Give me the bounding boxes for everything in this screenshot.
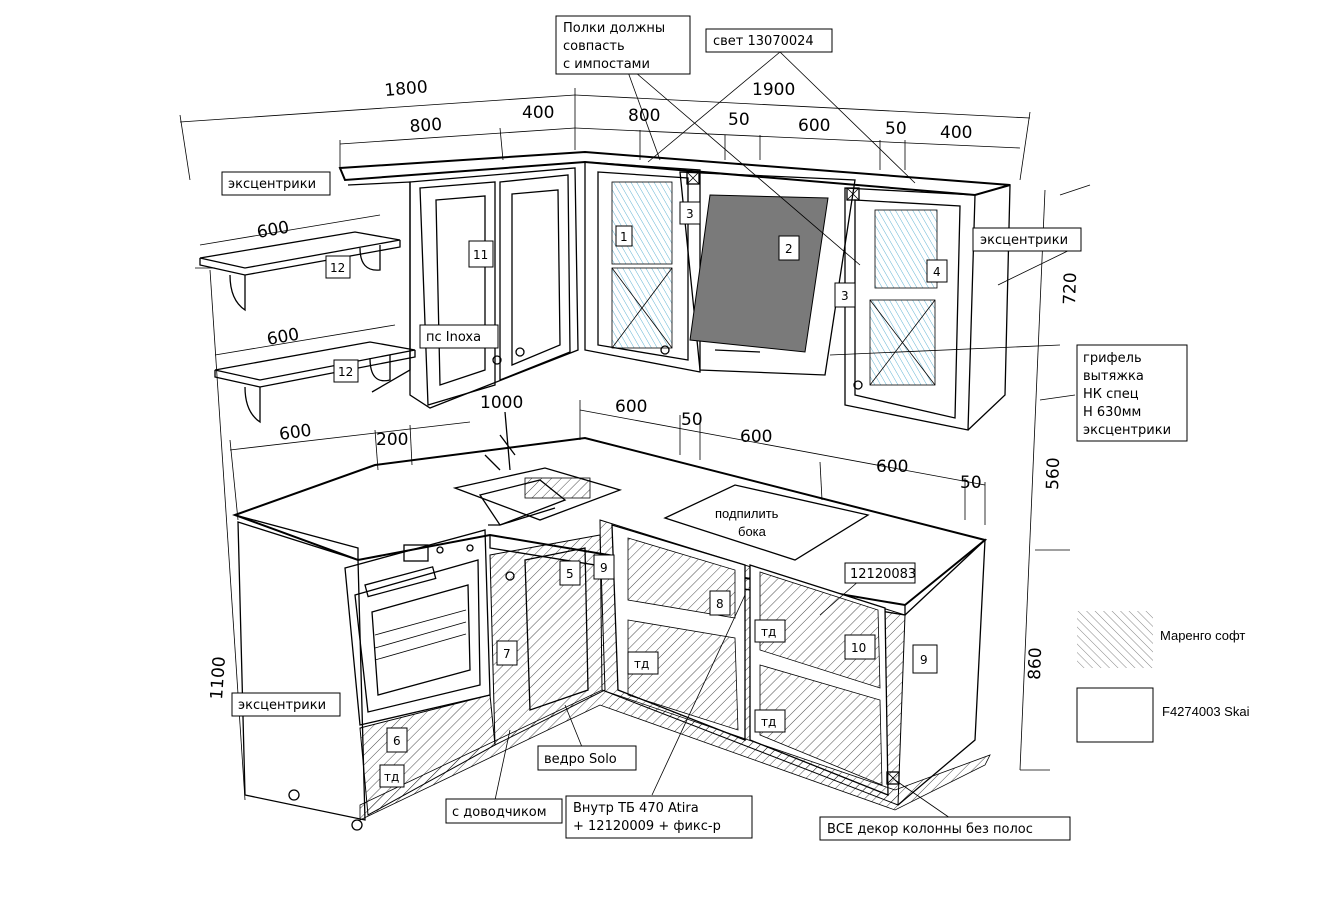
svg-text:тд: тд [384,770,399,784]
svg-text:3: 3 [841,289,849,303]
legend-plain-swatch [1076,687,1154,743]
callout-light: свет 13070024 [705,28,833,53]
dim-back-600c: 600 [876,457,908,477]
callout-slate: грифель вытяжка НК спец Н 630мм эксцентр… [1076,344,1188,442]
callout-inner-drawer: Внутр ТБ 470 Atira + 12120009 + фикс-р [565,795,753,839]
svg-text:6: 6 [393,734,401,748]
svg-text:совпасть: совпасть [563,39,625,54]
dim-1900: 1900 [752,80,795,100]
svg-text:грифель: грифель [1083,351,1142,366]
dim-back-600b: 600 [740,427,772,447]
svg-text:тд: тд [761,715,776,729]
svg-text:Полки должны: Полки должны [563,21,665,36]
dim-1100: 1100 [207,656,230,701]
svg-text:Внутр ТБ 470 Atira: Внутр ТБ 470 Atira [573,801,699,816]
svg-text:ВСЕ декор колонны без полос: ВСЕ декор колонны без полос [827,822,1033,837]
callout-eccentric-top-left: эксцентрики [221,171,331,196]
svg-text:бока: бока [738,524,767,539]
callout-12120083: 12120083 [844,562,916,584]
legend: Маренго софт F4274003 Skai [1076,611,1250,743]
legend-hatched-swatch [1077,611,1153,668]
svg-text:свет 13070024: свет 13070024 [713,34,814,49]
back-dimensions [229,400,986,525]
svg-text:1: 1 [620,230,628,244]
svg-text:+ 12120009 + фикс-р: + 12120009 + фикс-р [573,819,721,834]
legend-plain-label: F4274003 Skai [1162,704,1250,719]
svg-text:12120083: 12120083 [850,567,916,582]
number-tags: 1 2 3 3 4 5 6 7 8 9 9 10 11 12 12 тд тд … [325,201,948,788]
dim-upper-400-right: 400 [940,123,972,143]
svg-text:Н 630мм: Н 630мм [1083,405,1141,420]
svg-text:9: 9 [920,653,928,667]
right-dimensions [1019,184,1091,771]
svg-text:тд: тд [634,657,649,671]
upper-cabinets [338,150,1011,431]
dim-560: 560 [1043,457,1064,490]
dim-720: 720 [1060,272,1081,305]
dim-1800: 1800 [384,77,429,101]
left-dimension [195,267,246,801]
svg-text:4: 4 [933,265,941,279]
svg-text:тд: тд [761,625,776,639]
callout-columns: ВСЕ декор колонны без полос [819,816,1071,841]
callout-shelves-match: Полки должны совпасть с импостами [555,15,691,75]
svg-text:7: 7 [503,647,511,661]
callout-pc-inoxa: пс Inoxa [419,324,499,349]
svg-text:8: 8 [716,597,724,611]
svg-text:с импостами: с импостами [563,57,650,72]
dim-upper-50a: 50 [728,110,750,130]
svg-text:3: 3 [686,207,694,221]
svg-text:эксцентрики: эксцентрики [1083,423,1171,438]
note-trim-sides: подпилить бока [715,506,779,539]
dim-shelf-600b: 600 [265,325,300,350]
svg-text:вытяжка: вытяжка [1083,369,1144,384]
dim-back-600a: 600 [615,397,647,417]
svg-text:эксцентрики: эксцентрики [980,233,1068,248]
svg-text:эксцентрики: эксцентрики [238,698,326,713]
callout-eccentric-right: эксцентрики [972,227,1082,252]
callout-eccentric-bottom-left: эксцентрики [231,692,341,717]
svg-text:9: 9 [600,561,608,575]
dim-lower-1000: 1000 [480,393,523,413]
svg-text:12: 12 [338,365,353,379]
dim-upper-400: 400 [522,103,554,123]
svg-text:2: 2 [785,242,793,256]
dim-back-50a: 50 [681,410,703,430]
callout-bucket: ведро Solo [537,745,637,771]
legend-hatched-label: Маренго софт [1160,628,1245,643]
svg-text:ведро Solo: ведро Solo [544,752,617,767]
dim-upper-50b: 50 [885,119,907,139]
svg-text:11: 11 [473,248,488,262]
dim-lower-200: 200 [376,430,408,450]
dim-upper-800: 800 [409,115,443,137]
svg-text:подпилить: подпилить [715,506,779,521]
svg-text:эксцентрики: эксцентрики [228,177,316,192]
dim-860: 860 [1025,647,1046,680]
dim-shelf-600a: 600 [255,218,290,243]
dim-back-50b: 50 [960,473,982,493]
open-shelves [199,214,416,424]
svg-text:5: 5 [566,567,574,581]
svg-text:пс Inoxa: пс Inoxa [426,330,481,345]
svg-text:10: 10 [851,641,866,655]
dim-lower-600: 600 [278,421,313,445]
svg-text:12: 12 [330,261,345,275]
svg-text:с доводчиком: с доводчиком [452,805,547,820]
dim-upper-600: 600 [798,116,830,136]
leader-lines [494,51,1081,819]
svg-text:НК спец: НК спец [1083,387,1139,402]
callout-closer: с доводчиком [445,798,563,824]
